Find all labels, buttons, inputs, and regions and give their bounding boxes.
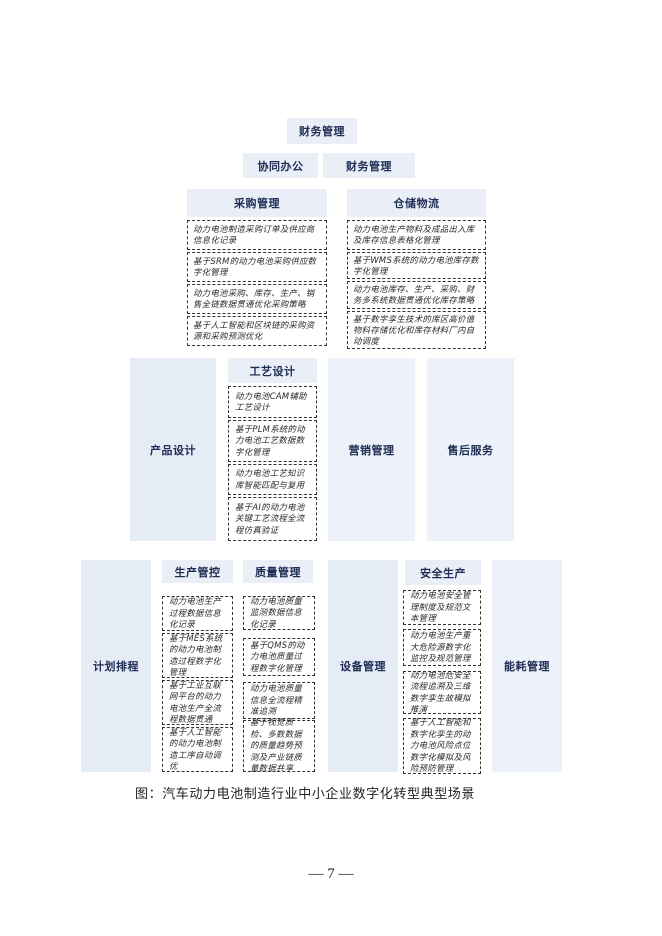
header-quality: 质量管理 [243,560,313,583]
quality-item: 动力电池质量监测数据信息化记录 [243,596,315,630]
safety-item: 动力电池危安全流程追溯及三维数字孪生故模拟推演 [403,670,481,714]
production-control-item: 基于MES系统的动力电池制造过程数字化管理 [162,633,233,678]
quality-item: 基于QMS的动力电池质量过程数字化管理 [243,638,315,676]
procurement-item: 动力电池采购、库存、生产、销售全链数据贯通优化采购策略 [187,284,327,314]
header-collaborative-office: 协同办公 [243,153,318,178]
column-equipment: 设备管理 [328,560,398,772]
column-product-design: 产品设计 [130,358,216,541]
header-procurement: 采购管理 [187,189,327,217]
header-process-design: 工艺设计 [228,358,317,383]
page-number: — 7 — [308,866,354,882]
header-safety: 安全生产 [405,560,481,585]
production-control-item: 基于人工智能的动力电池制造工序自动调优 [162,727,233,772]
column-marketing: 营销管理 [328,358,415,541]
quality-item: 动力电池质量信息全流程精准追溯 [243,682,315,719]
safety-item: 基于人工智能和数字化孪生的动力电池风险点位数字化模拟及风险预防管理 [403,717,481,774]
header-production-control: 生产管控 [162,560,233,583]
header-finance-sub: 财务管理 [323,153,415,178]
warehouse-item: 动力电池生产物料及成品出入库及库存信息表格化管理 [347,220,486,250]
column-energy: 能耗管理 [492,560,562,772]
procurement-item: 基于SRM的动力电池采购供应数字化管理 [187,252,327,282]
column-planning: 计划排程 [81,560,151,772]
warehouse-item: 动力电池库存、生产、采购、财务多系统数据贯通优化库存策略 [347,281,486,309]
safety-item: 动力电池生产重大危险源数字化监控及规范管理 [403,629,481,666]
header-warehouse: 仓储物流 [347,189,486,217]
figure-caption: 图：汽车动力电池制造行业中小企业数字化转型典型场景 [135,787,476,802]
procurement-item: 基于人工智能和区块链的采购资源和采购预测优化 [187,316,327,346]
safety-item: 动力电池安全管理制度及规范文本管理 [403,590,481,625]
process-design-item: 基于AI的动力电池关键工艺流程全流程仿真验证 [228,497,317,541]
quality-item: 基于视觉质检、多数数据的质量趋势预测及产业链质量数据共享 [243,717,315,773]
warehouse-item: 基于WMS系统的动力电池库存数字化管理 [347,252,486,279]
process-design-item: 基于PLM系统的动力电池工艺数据数字化管理 [228,420,317,462]
procurement-item: 动力电池制造采购订单及供应商信息化记录 [187,220,327,250]
process-design-item: 动力电池CAM辅助工艺设计 [228,386,317,418]
production-control-item: 动力电池生产过程数据信息化记录 [162,596,233,631]
process-design-item: 动力电池工艺知识库智能匹配与复用 [228,464,317,495]
header-finance-top: 财务管理 [287,118,357,144]
production-control-item: 基于工业互联网平台的动力电池生产全流程数据贯通 [162,680,233,725]
column-after-sales: 售后服务 [427,358,514,541]
warehouse-item: 基于数字孪生技术的库区高价值物料存储优化和库存材料厂内自动调度 [347,311,486,349]
